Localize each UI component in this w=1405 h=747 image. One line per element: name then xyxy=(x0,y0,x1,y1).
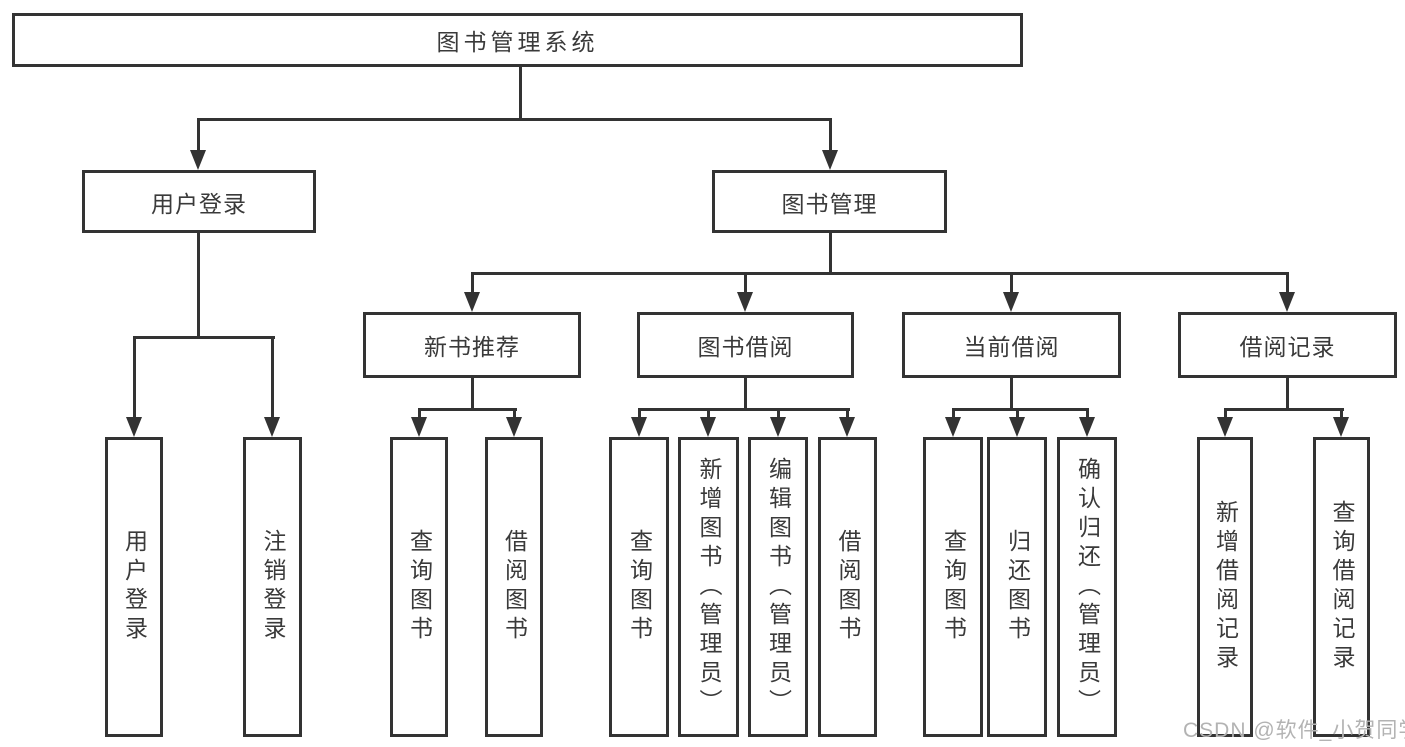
arrow-down-icon xyxy=(839,417,855,437)
connector-hline xyxy=(418,408,517,411)
node-label: 查询图书 xyxy=(940,529,967,645)
node-label: 图书管理系统 xyxy=(436,29,599,55)
node-library-management-system: 图书管理系统 xyxy=(12,13,1023,67)
arrow-down-icon xyxy=(945,417,961,437)
arrow-down-icon xyxy=(126,417,142,437)
connector-hline xyxy=(1224,408,1344,411)
node-label: 归还图书 xyxy=(1004,529,1031,645)
connector-vline xyxy=(197,233,200,336)
node-label: 新增图书（管理员） xyxy=(696,456,722,718)
arrow-down-icon xyxy=(1079,417,1095,437)
leaf-edit-books-admin: 编辑图书（管理员） xyxy=(748,437,808,737)
node-label: 新增借阅记录 xyxy=(1212,500,1239,674)
arrow-down-icon xyxy=(190,150,206,170)
node-label: 用户登录 xyxy=(121,529,148,645)
arrow-down-icon xyxy=(1333,417,1349,437)
node-new-book-recommend: 新书推荐 xyxy=(363,312,581,378)
connector-vline xyxy=(1010,272,1013,294)
arrow-down-icon xyxy=(411,417,427,437)
node-book-management: 图书管理 xyxy=(712,170,947,233)
node-label: 查询图书 xyxy=(626,529,653,645)
node-label: 确认归还（管理员） xyxy=(1074,456,1101,718)
node-label: 图书管理 xyxy=(781,190,878,217)
node-label: 注销登录 xyxy=(260,529,286,645)
node-label: 新书推荐 xyxy=(424,334,520,360)
connector-vline xyxy=(846,408,849,419)
leaf-query-books-borrow: 查询图书 xyxy=(609,437,669,737)
arrow-down-icon xyxy=(1279,292,1295,312)
connector-vline xyxy=(471,378,474,410)
leaf-user-login: 用户登录 xyxy=(105,437,163,737)
connector-hline xyxy=(197,118,832,121)
node-label: 用户登录 xyxy=(151,190,247,217)
connector-vline xyxy=(197,118,200,150)
leaf-borrow-books: 借阅图书 xyxy=(818,437,877,737)
node-label: 查询借阅记录 xyxy=(1329,500,1355,674)
arrow-down-icon xyxy=(1009,417,1025,437)
connector-vline xyxy=(1286,378,1289,410)
node-label: 查询图书 xyxy=(406,529,433,645)
leaf-query-books-recommend: 查询图书 xyxy=(390,437,448,737)
connector-vline xyxy=(418,408,421,419)
connector-vline xyxy=(271,336,274,417)
connector-vline xyxy=(1086,408,1089,419)
node-label: 借阅图书 xyxy=(835,529,861,645)
connector-hline xyxy=(471,272,1289,275)
leaf-borrow-books-recommend: 借阅图书 xyxy=(485,437,543,737)
leaf-logout: 注销登录 xyxy=(243,437,302,737)
arrow-down-icon xyxy=(631,417,647,437)
connector-hline xyxy=(133,336,275,339)
node-current-borrow: 当前借阅 xyxy=(902,312,1121,378)
connector-vline xyxy=(829,233,832,273)
connector-vline xyxy=(133,336,136,417)
node-book-borrow: 图书借阅 xyxy=(637,312,854,378)
arrow-down-icon xyxy=(1003,292,1019,312)
connector-hline xyxy=(638,408,850,411)
connector-vline xyxy=(1286,272,1289,294)
leaf-return-books: 归还图书 xyxy=(987,437,1047,737)
node-label: 图书借阅 xyxy=(697,334,794,360)
node-label: 借阅记录 xyxy=(1239,334,1336,360)
node-label: 当前借阅 xyxy=(963,334,1060,360)
arrow-down-icon xyxy=(506,417,522,437)
csdn-watermark: CSDN @软件_小贺同学 xyxy=(1183,719,1405,742)
connector-vline xyxy=(829,118,832,150)
arrow-down-icon xyxy=(1217,417,1233,437)
node-label: 借阅图书 xyxy=(501,529,528,645)
connector-vline xyxy=(952,408,955,419)
connector-vline xyxy=(1010,378,1013,410)
connector-vline xyxy=(513,408,516,419)
connector-vline xyxy=(519,67,522,118)
arrow-down-icon xyxy=(464,292,480,312)
connector-vline xyxy=(777,408,780,419)
connector-vline xyxy=(1224,408,1227,419)
leaf-add-borrow-record: 新增借阅记录 xyxy=(1197,437,1253,737)
connector-hline xyxy=(952,408,1089,411)
node-label: 编辑图书（管理员） xyxy=(765,456,792,718)
connector-vline xyxy=(638,408,641,419)
node-borrow-records: 借阅记录 xyxy=(1178,312,1397,378)
connector-vline xyxy=(707,408,710,419)
arrow-down-icon xyxy=(737,292,753,312)
connector-vline xyxy=(744,378,747,410)
connector-vline xyxy=(744,272,747,294)
node-user-login: 用户登录 xyxy=(82,170,316,233)
connector-vline xyxy=(1016,408,1019,419)
leaf-add-books-admin: 新增图书（管理员） xyxy=(678,437,739,737)
leaf-query-borrow-record: 查询借阅记录 xyxy=(1313,437,1370,737)
arrow-down-icon xyxy=(770,417,786,437)
connector-vline xyxy=(1340,408,1343,419)
arrow-down-icon xyxy=(700,417,716,437)
arrow-down-icon xyxy=(822,150,838,170)
leaf-query-books-current: 查询图书 xyxy=(923,437,983,737)
leaf-confirm-return-admin: 确认归还（管理员） xyxy=(1057,437,1117,737)
arrow-down-icon xyxy=(264,417,280,437)
connector-vline xyxy=(471,272,474,294)
